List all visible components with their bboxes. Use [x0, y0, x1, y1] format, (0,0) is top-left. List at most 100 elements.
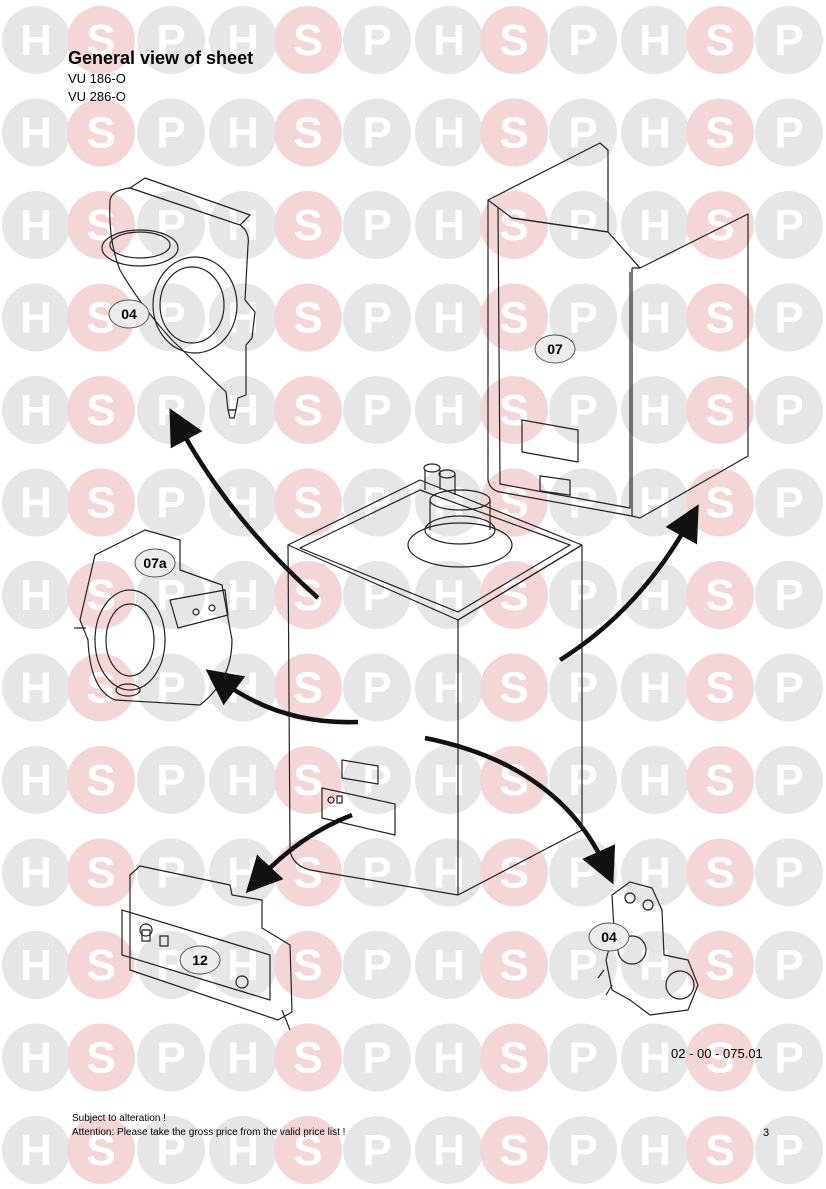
- watermark-circle: [621, 191, 689, 259]
- watermark-circle: [67, 376, 135, 444]
- watermark-circle: [274, 1023, 342, 1092]
- watermark-letter: P: [568, 479, 597, 528]
- part-label-07a[interactable]: 07a: [143, 555, 167, 571]
- watermark-letter: P: [568, 664, 597, 713]
- watermark-letter: P: [774, 941, 803, 990]
- watermark-letter: H: [639, 386, 671, 435]
- watermark-letter: P: [156, 16, 185, 65]
- watermark-circle: [549, 468, 617, 537]
- watermark-circle: [755, 931, 823, 999]
- watermark-circle: [209, 1116, 277, 1184]
- watermark-circle: [415, 653, 483, 722]
- part-07a-housing-drawing: [74, 529, 233, 706]
- watermark-circle: [549, 561, 617, 629]
- watermark-circle: [2, 1023, 70, 1092]
- watermark-circle: [621, 6, 689, 74]
- watermark-circle: [621, 376, 689, 444]
- watermark-circle: [686, 283, 754, 352]
- part-label-12[interactable]: 12: [192, 952, 208, 968]
- watermark-letter: H: [20, 16, 52, 65]
- watermark-letter: P: [568, 201, 597, 250]
- watermark-letter: P: [362, 1034, 391, 1083]
- watermark-letter: H: [639, 941, 671, 990]
- watermark-circle: [343, 838, 411, 907]
- watermark-circle: [67, 746, 135, 814]
- watermark-letter: H: [639, 16, 671, 65]
- watermark-circle: [343, 561, 411, 629]
- watermark-letter: P: [362, 941, 391, 990]
- watermark-circle: [2, 653, 70, 722]
- watermark-circle: [343, 1023, 411, 1092]
- watermark-circle: [686, 1116, 754, 1184]
- watermark-letter: P: [774, 294, 803, 343]
- watermark-circle: [415, 191, 483, 259]
- watermark-circle: [137, 98, 205, 167]
- watermark-letter: H: [639, 201, 671, 250]
- watermark-circle: [274, 283, 342, 352]
- watermark-circle: [209, 1023, 277, 1092]
- watermark-circle: [2, 283, 70, 352]
- part-label-04-top[interactable]: 04: [121, 306, 137, 322]
- watermark-circle: [343, 376, 411, 444]
- watermark-circle: [415, 376, 483, 444]
- watermark-circle: [415, 838, 483, 907]
- watermark-circle: [137, 931, 205, 999]
- watermark-letter: S: [499, 294, 528, 343]
- watermark-circle: [415, 6, 483, 74]
- watermark-letter: H: [20, 664, 52, 713]
- watermark-circle: [480, 376, 548, 444]
- watermark-circle: [2, 746, 70, 814]
- watermark-letter: S: [705, 1126, 734, 1175]
- watermark-letter: P: [156, 1034, 185, 1083]
- watermark-circle: [755, 653, 823, 722]
- watermark-letter: H: [639, 294, 671, 343]
- watermark-circle: [480, 1116, 548, 1184]
- watermark-circle: [480, 838, 548, 907]
- watermark-letter: S: [86, 1126, 115, 1175]
- watermark-letter: S: [499, 1126, 528, 1175]
- watermark-circle: [209, 191, 277, 259]
- watermark-letter: P: [156, 756, 185, 805]
- watermark-circle: [755, 98, 823, 167]
- watermark-letter: S: [499, 16, 528, 65]
- watermark-circle: [549, 6, 617, 74]
- watermark-letter: H: [20, 294, 52, 343]
- watermark-letter: H: [20, 109, 52, 158]
- watermark-letter: P: [774, 479, 803, 528]
- model-number: VU 186-O: [68, 71, 126, 86]
- watermark-letter: S: [705, 571, 734, 620]
- watermark-circle: [274, 561, 342, 629]
- watermark-letter: S: [705, 386, 734, 435]
- watermark-letter: P: [568, 571, 597, 620]
- watermark-letter: S: [293, 1126, 322, 1175]
- watermark-circle: [2, 1116, 70, 1184]
- watermark-circle: [343, 283, 411, 352]
- watermark-circle: [755, 1116, 823, 1184]
- watermark-letter: H: [20, 849, 52, 898]
- part-label-04-bottom[interactable]: 04: [601, 929, 617, 945]
- watermark-letter: S: [293, 294, 322, 343]
- watermark-letter: H: [433, 294, 465, 343]
- watermark-circle: [480, 191, 548, 259]
- watermark-letter: H: [433, 16, 465, 65]
- watermark-circle: [755, 838, 823, 907]
- part-label-07[interactable]: 07: [547, 341, 563, 357]
- watermark-letter: H: [639, 1126, 671, 1175]
- watermark-circle: [549, 1116, 617, 1184]
- watermark-letter: H: [639, 756, 671, 805]
- watermark-circle: [274, 468, 342, 537]
- watermark-circle: [67, 561, 135, 629]
- watermark-circle: [549, 376, 617, 444]
- watermark-letter: P: [568, 756, 597, 805]
- watermark-letter: H: [433, 1126, 465, 1175]
- watermark-circle: [755, 283, 823, 352]
- watermark-circle: [137, 746, 205, 814]
- watermark-letter: S: [705, 756, 734, 805]
- watermark-letter: S: [293, 201, 322, 250]
- part-07-casing-drawing: [487, 142, 749, 519]
- watermark-letter: P: [568, 386, 597, 435]
- watermark-circle: [2, 468, 70, 537]
- watermark-circle: [755, 376, 823, 444]
- watermark-letter: H: [433, 386, 465, 435]
- watermark-circle: [137, 6, 205, 74]
